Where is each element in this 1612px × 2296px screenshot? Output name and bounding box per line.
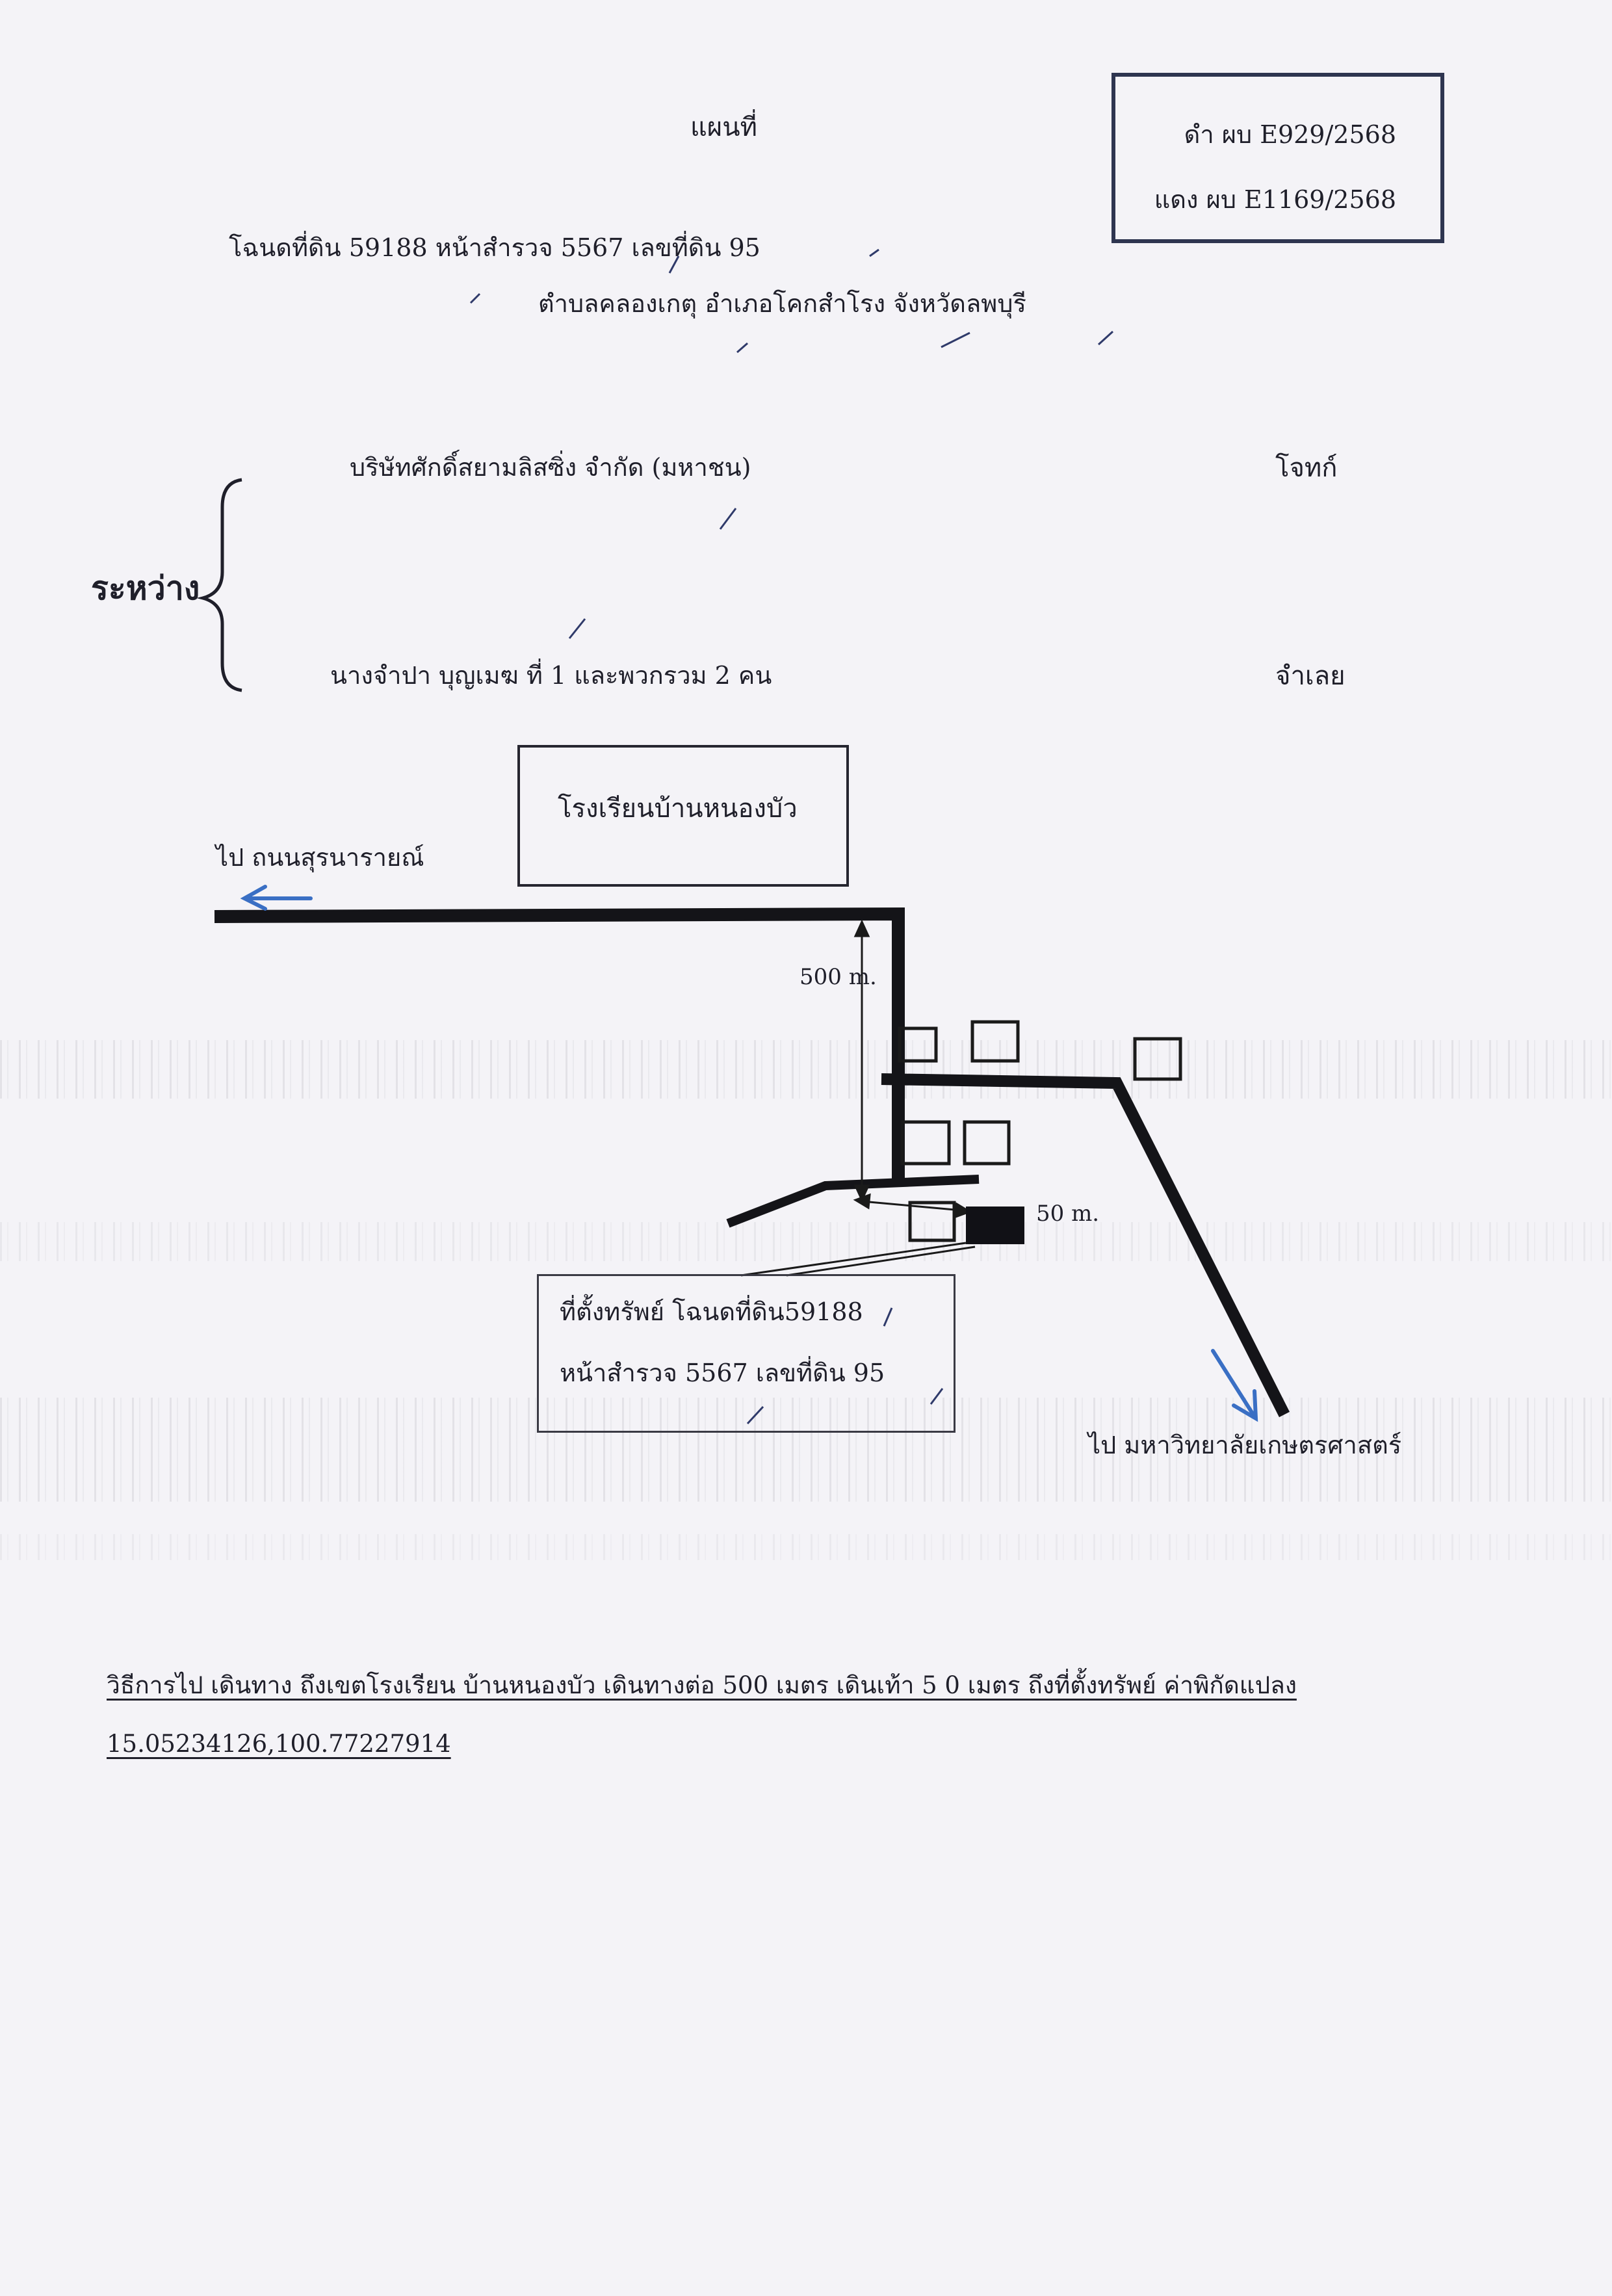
road-to-surnarai <box>214 907 905 1183</box>
directions-coordinates: 15.05234126,100.77227914 <box>107 1730 451 1758</box>
page-title: แผนที่ <box>690 112 757 142</box>
defendant-role: จำเลย <box>1275 661 1346 691</box>
black-case-number: ดำ ผบ E929/2568 <box>1184 120 1396 149</box>
check-mark <box>883 1307 893 1327</box>
scan-noise-band <box>0 1398 1612 1502</box>
check-mark <box>930 1388 944 1405</box>
to-university-label: ไป มหาวิทยาลัยเกษตรศาสตร์ <box>1088 1431 1402 1459</box>
scan-noise-band <box>0 1040 1612 1099</box>
property-marker <box>966 1207 1024 1244</box>
deed-line: โฉนดที่ดิน 59188 หน้าสำรวจ 5567 เลขที่ดิ… <box>229 233 760 262</box>
distance-arrow-50 <box>853 1193 972 1219</box>
property-label-line2: หน้าสำรวจ 5567 เลขที่ดิน 95 <box>560 1359 885 1387</box>
house-box <box>963 1120 1011 1166</box>
plaintiff-role: โจทก์ <box>1275 453 1338 483</box>
road-lower <box>726 1175 980 1228</box>
to-road-label: ไป ถนนสุรนารายณ์ <box>216 843 424 872</box>
check-mark <box>1097 330 1114 346</box>
school-box: โรงเรียนบ้านหนองบัว <box>517 745 849 887</box>
property-label-line1: ที่ตั้งทรัพย์ โฉนดที่ดิน59188 <box>560 1298 863 1326</box>
house-box <box>1133 1037 1182 1081</box>
distance-arrow-500 <box>853 919 870 1203</box>
arrow-to-university <box>1211 1349 1258 1422</box>
house-box <box>908 1201 956 1242</box>
red-case-number: แดง ผบ E1169/2568 <box>1154 185 1396 214</box>
property-leader-line <box>740 1242 967 1277</box>
case-number-box: ดำ ผบ E929/2568 แดง ผบ E1169/2568 <box>1112 73 1444 243</box>
check-mark <box>746 1405 764 1425</box>
between-label: ระหว่าง <box>91 569 200 607</box>
property-label-box: ที่ตั้งทรัพย์ โฉนดที่ดิน59188 หน้าสำรวจ … <box>537 1274 956 1433</box>
location-line: ตำบลคลองเกตุ อำเภอโคกสำโรง จังหวัดลพบุรี <box>538 289 1026 318</box>
defendant-name: นางจำปา บุญเมฆ ที่ 1 และพวกรวม 2 คน <box>330 661 772 690</box>
check-mark <box>469 293 481 304</box>
house-boxes <box>898 1020 1182 1242</box>
house-box <box>900 1120 951 1166</box>
arrow-to-surnarai <box>240 885 313 911</box>
party-brace <box>196 478 242 692</box>
check-mark <box>736 342 748 354</box>
check-mark <box>941 332 970 348</box>
road-to-university <box>881 1073 1290 1418</box>
scan-noise-band <box>0 1534 1612 1560</box>
check-marks <box>469 248 1114 1425</box>
distance-50-label: 50 m. <box>1036 1201 1100 1227</box>
house-box <box>970 1020 1020 1063</box>
property-leader-line <box>786 1246 976 1277</box>
check-mark <box>719 508 737 530</box>
check-mark <box>668 255 680 274</box>
check-mark <box>568 618 586 639</box>
house-box <box>898 1026 938 1063</box>
plaintiff-name: บริษัทศักดิ์สยามลิสซิ่ง จำกัด (มหาชน) <box>350 453 751 482</box>
scan-noise-band <box>0 1222 1612 1261</box>
directions-line1: วิธีการไป เดินทาง ถึงเขตโรงเรียน บ้านหนอ… <box>107 1671 1297 1699</box>
school-label: โรงเรียนบ้านหนองบัว <box>558 794 798 824</box>
check-mark <box>869 248 879 257</box>
distance-500-label: 500 m. <box>800 964 877 990</box>
